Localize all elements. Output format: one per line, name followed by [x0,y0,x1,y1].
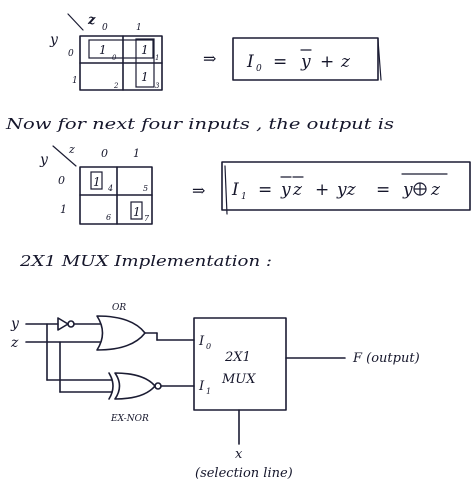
kmap2-col-header-1: 1 [133,147,140,160]
kmap1-group-row [88,39,154,59]
kmap2-cell-3-value: 1 [133,205,141,219]
eq1-equals: = [273,52,287,72]
select-var: x [235,447,243,462]
select-label: (selection line) [195,466,293,481]
kmap1-col-header-0: 0 [102,23,108,33]
kmap2-group-cell-3 [130,201,143,220]
kmap2-corner-diagonal [52,145,77,167]
kmap-1: z y 0 1 0 1 1 0 1 1 2 1 3 [49,13,163,91]
mux-input-1-sub: 1 [206,387,211,396]
kmap2-cell-2-index: 6 [106,213,111,222]
not-gate-icon [57,317,69,331]
eq2-term2: yz [336,180,357,200]
equation-1-frame [232,37,379,81]
mux-block [193,317,287,411]
kmap2-cell-3-index: 7 [144,214,150,223]
kmap2-group-cell-0 [90,171,103,190]
or-gate-label: OR [112,303,126,313]
equation-2-frame [221,161,471,211]
kmap2-row-var: y [39,152,49,168]
kmap1-cell-3-index: 3 [155,82,160,90]
kmap1-cell-3-value: 1 [141,70,149,84]
eq2-lhs: I [231,180,239,200]
kmap2-col-header-0: 0 [101,147,108,160]
kmap1-col-var: z [87,13,96,28]
eq1-lhs-sub: 0 [256,64,262,74]
eq2-xnor-y: y [402,180,413,200]
kmap2-row-header-0: 0 [58,174,65,187]
eq1-y: y [300,52,311,72]
eq1-lhs: I [246,52,254,72]
transition-sentence: Now for next four inputs , the output is [5,115,395,133]
mux-input-0-label: I [198,334,205,349]
mux-input-0-sub: 0 [206,342,211,351]
eq2-term1-y: y [280,180,291,200]
mux-title: 2X1 [224,350,251,365]
kmap1-cell-1-index: 1 [155,54,159,62]
eq2-lhs-sub: 1 [241,192,247,202]
equation-2-frame-shadow [224,165,228,215]
kmap2-cell-0-value: 1 [93,175,101,189]
kmap-2: z y 0 1 0 1 1 4 5 6 1 7 [39,143,153,225]
mux-heading: 2X1 MUX Implementation : [19,252,272,270]
kmap2-col-var: z [68,143,75,156]
kmap1-row-header-1: 1 [72,76,78,86]
kmap1-cell-2-index: 2 [113,82,119,90]
kmap1-cell-0-value: 1 [99,43,107,57]
eq2-term1-z: z [292,180,303,200]
kmap1-col-header-1: 1 [136,23,142,33]
kmap2-cell-1-index: 5 [143,184,148,193]
kmap1-corner-diagonal [67,13,84,31]
or-gate-icon [96,315,146,351]
kmap1-cell-1-value: 1 [141,43,149,57]
xnor-gate-bubble [154,382,162,390]
eq1-plus: + [320,52,334,72]
kmap1-group-col [135,38,155,88]
kmap2-arrow: ⇒ [192,181,205,200]
eq2-plus: + [315,180,329,200]
eq2-equals-2: = [376,180,390,200]
equation-2-box: I 1 = y z + yz = y z [221,161,471,215]
not-gate-bubble [67,320,75,328]
kmap1-row-header-0: 0 [68,49,74,59]
kmap1-arrow: ⇒ [203,49,216,68]
xnor-gate-back-arc [108,372,114,400]
eq2-xnor-z: z [430,180,441,200]
mux-word: MUX [221,372,256,387]
xnor-gate-icon [114,372,156,400]
equation-1-box: I 0 = y + z [232,37,382,81]
equation-1-frame-shadow [377,39,382,81]
kmap2-row-header-1: 1 [60,203,67,216]
eq2-equals-1: = [258,180,272,200]
circuit-input-y: y [10,316,20,332]
output-label: F (output) [352,351,420,366]
mux-input-1-label: I [198,379,205,394]
circuit-input-z: z [10,335,19,351]
eq1-z: z [340,52,351,72]
xnor-gate-label: EX-NOR [110,414,149,424]
circuit: y z OR EX-NOR I 0 I 1 2X1 MUX [10,303,420,481]
kmap1-row-var: y [49,32,59,48]
kmap2-cell-0-index: 4 [107,184,113,193]
kmap1-cell-0-index: 0 [112,54,117,62]
